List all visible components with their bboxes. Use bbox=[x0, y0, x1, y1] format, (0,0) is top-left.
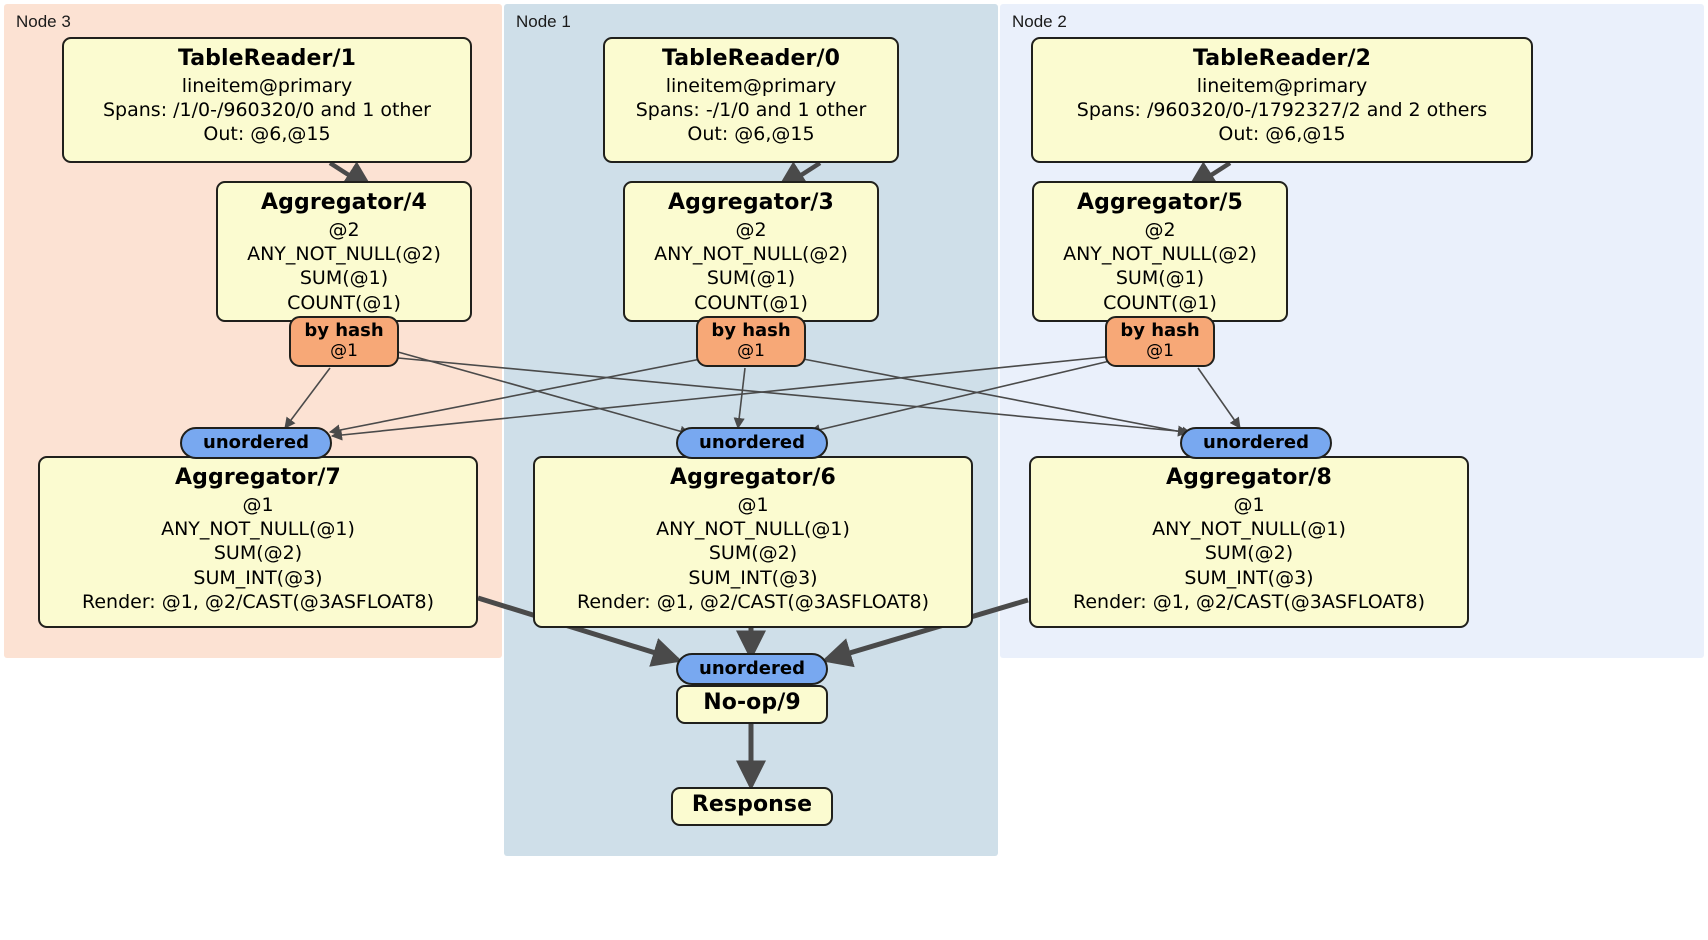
processor-detail-line: SUM(@1) bbox=[1115, 267, 1205, 290]
processor-detail-line: Out: @6,@15 bbox=[687, 123, 815, 146]
unordered-sync-label: unordered bbox=[699, 658, 805, 679]
hash-router-title: by hash bbox=[711, 320, 791, 341]
hash-router-subtitle: @1 bbox=[330, 340, 358, 361]
node-panel-label-node-3: Node 3 bbox=[16, 12, 71, 31]
processor-detail-line: lineitem@primary bbox=[181, 74, 353, 97]
unordered-sync-label: unordered bbox=[1203, 432, 1309, 453]
processor-no-op-9[interactable]: No-op/9 bbox=[676, 685, 828, 724]
processor-aggregator-8[interactable]: Aggregator/8 @1 ANY_NOT_NULL(@1) SUM(@2)… bbox=[1029, 456, 1469, 628]
processor-detail-line: SUM(@1) bbox=[706, 267, 796, 290]
processor-aggregator-4[interactable]: Aggregator/4 @2 ANY_NOT_NULL(@2) SUM(@1)… bbox=[216, 181, 472, 322]
processor-title: Aggregator/4 bbox=[261, 190, 427, 215]
hash-router-node-1[interactable]: by hash @1 bbox=[696, 316, 806, 367]
processor-detail-line: COUNT(@1) bbox=[1103, 291, 1217, 314]
hash-router-subtitle: @1 bbox=[737, 340, 765, 361]
processor-detail-line: COUNT(@1) bbox=[694, 291, 808, 314]
processor-detail-line: lineitem@primary bbox=[665, 74, 837, 97]
processor-aggregator-3[interactable]: Aggregator/3 @2 ANY_NOT_NULL(@2) SUM(@1)… bbox=[623, 181, 879, 322]
processor-detail-line: ANY_NOT_NULL(@1) bbox=[1152, 517, 1346, 540]
processor-title: Aggregator/7 bbox=[175, 465, 341, 490]
processor-title: Aggregator/8 bbox=[1166, 465, 1332, 490]
processor-detail-line: lineitem@primary bbox=[1196, 74, 1368, 97]
processor-detail-line: SUM(@2) bbox=[1204, 542, 1294, 565]
processor-detail-line: ANY_NOT_NULL(@2) bbox=[247, 242, 441, 265]
processor-response[interactable]: Response bbox=[671, 787, 833, 826]
processor-detail-line: @1 bbox=[242, 493, 274, 516]
processor-detail-line: @2 bbox=[328, 218, 360, 241]
hash-router-subtitle: @1 bbox=[1146, 340, 1174, 361]
processor-aggregator-7[interactable]: Aggregator/7 @1 ANY_NOT_NULL(@1) SUM(@2)… bbox=[38, 456, 478, 628]
node-panel-label-node-1: Node 1 bbox=[516, 12, 571, 31]
processor-detail-line: COUNT(@1) bbox=[287, 291, 401, 314]
processor-title: Aggregator/5 bbox=[1077, 190, 1243, 215]
processor-detail-line: Render: @1, @2/CAST(@3ASFLOAT8) bbox=[577, 590, 929, 613]
unordered-sync-label: unordered bbox=[203, 432, 309, 453]
processor-detail-line: Spans: /960320/0-/1792327/2 and 2 others bbox=[1076, 98, 1488, 121]
processor-detail-line: Out: @6,@15 bbox=[1218, 123, 1346, 146]
processor-detail-line: ANY_NOT_NULL(@2) bbox=[1063, 242, 1257, 265]
processor-title: TableReader/0 bbox=[661, 46, 841, 71]
processor-title: Response bbox=[691, 792, 813, 817]
unordered-sync-node-2[interactable]: unordered bbox=[1180, 427, 1332, 459]
processor-aggregator-5[interactable]: Aggregator/5 @2 ANY_NOT_NULL(@2) SUM(@1)… bbox=[1032, 181, 1288, 322]
processor-title: Aggregator/3 bbox=[668, 190, 834, 215]
processor-detail-line: @1 bbox=[737, 493, 769, 516]
processor-title: No-op/9 bbox=[703, 690, 801, 715]
processor-detail-line: ANY_NOT_NULL(@2) bbox=[654, 242, 848, 265]
processor-detail-line: @1 bbox=[1233, 493, 1265, 516]
processor-detail-line: Spans: -/1/0 and 1 other bbox=[635, 98, 867, 121]
processor-title: TableReader/1 bbox=[177, 46, 357, 71]
unordered-sync-node-1[interactable]: unordered bbox=[676, 427, 828, 459]
processor-detail-line: @2 bbox=[1144, 218, 1176, 241]
hash-router-node-3[interactable]: by hash @1 bbox=[289, 316, 399, 367]
node-panel-label-node-2: Node 2 bbox=[1012, 12, 1067, 31]
processor-detail-line: @2 bbox=[735, 218, 767, 241]
processor-detail-line: Render: @1, @2/CAST(@3ASFLOAT8) bbox=[1073, 590, 1425, 613]
processor-detail-line: SUM_INT(@3) bbox=[688, 566, 818, 589]
processor-title: TableReader/2 bbox=[1192, 46, 1372, 71]
processor-detail-line: SUM_INT(@3) bbox=[193, 566, 323, 589]
processor-table-reader-2[interactable]: TableReader/2 lineitem@primary Spans: /9… bbox=[1031, 37, 1533, 163]
processor-title: Aggregator/6 bbox=[670, 465, 836, 490]
unordered-sync-label: unordered bbox=[699, 432, 805, 453]
unordered-sync-final[interactable]: unordered bbox=[676, 653, 828, 685]
processor-detail-line: SUM(@1) bbox=[299, 267, 389, 290]
processor-detail-line: Out: @6,@15 bbox=[203, 123, 331, 146]
processor-detail-line: Render: @1, @2/CAST(@3ASFLOAT8) bbox=[82, 590, 434, 613]
processor-detail-line: Spans: /1/0-/960320/0 and 1 other bbox=[103, 98, 431, 121]
hash-router-title: by hash bbox=[304, 320, 384, 341]
processor-aggregator-6[interactable]: Aggregator/6 @1 ANY_NOT_NULL(@1) SUM(@2)… bbox=[533, 456, 973, 628]
processor-table-reader-1[interactable]: TableReader/1 lineitem@primary Spans: /1… bbox=[62, 37, 472, 163]
hash-router-node-2[interactable]: by hash @1 bbox=[1105, 316, 1215, 367]
processor-detail-line: SUM_INT(@3) bbox=[1184, 566, 1314, 589]
processor-detail-line: ANY_NOT_NULL(@1) bbox=[656, 517, 850, 540]
processor-detail-line: SUM(@2) bbox=[213, 542, 303, 565]
unordered-sync-node-3[interactable]: unordered bbox=[180, 427, 332, 459]
processor-table-reader-0[interactable]: TableReader/0 lineitem@primary Spans: -/… bbox=[603, 37, 899, 163]
processor-detail-line: SUM(@2) bbox=[708, 542, 798, 565]
hash-router-title: by hash bbox=[1120, 320, 1200, 341]
processor-detail-line: ANY_NOT_NULL(@1) bbox=[161, 517, 355, 540]
